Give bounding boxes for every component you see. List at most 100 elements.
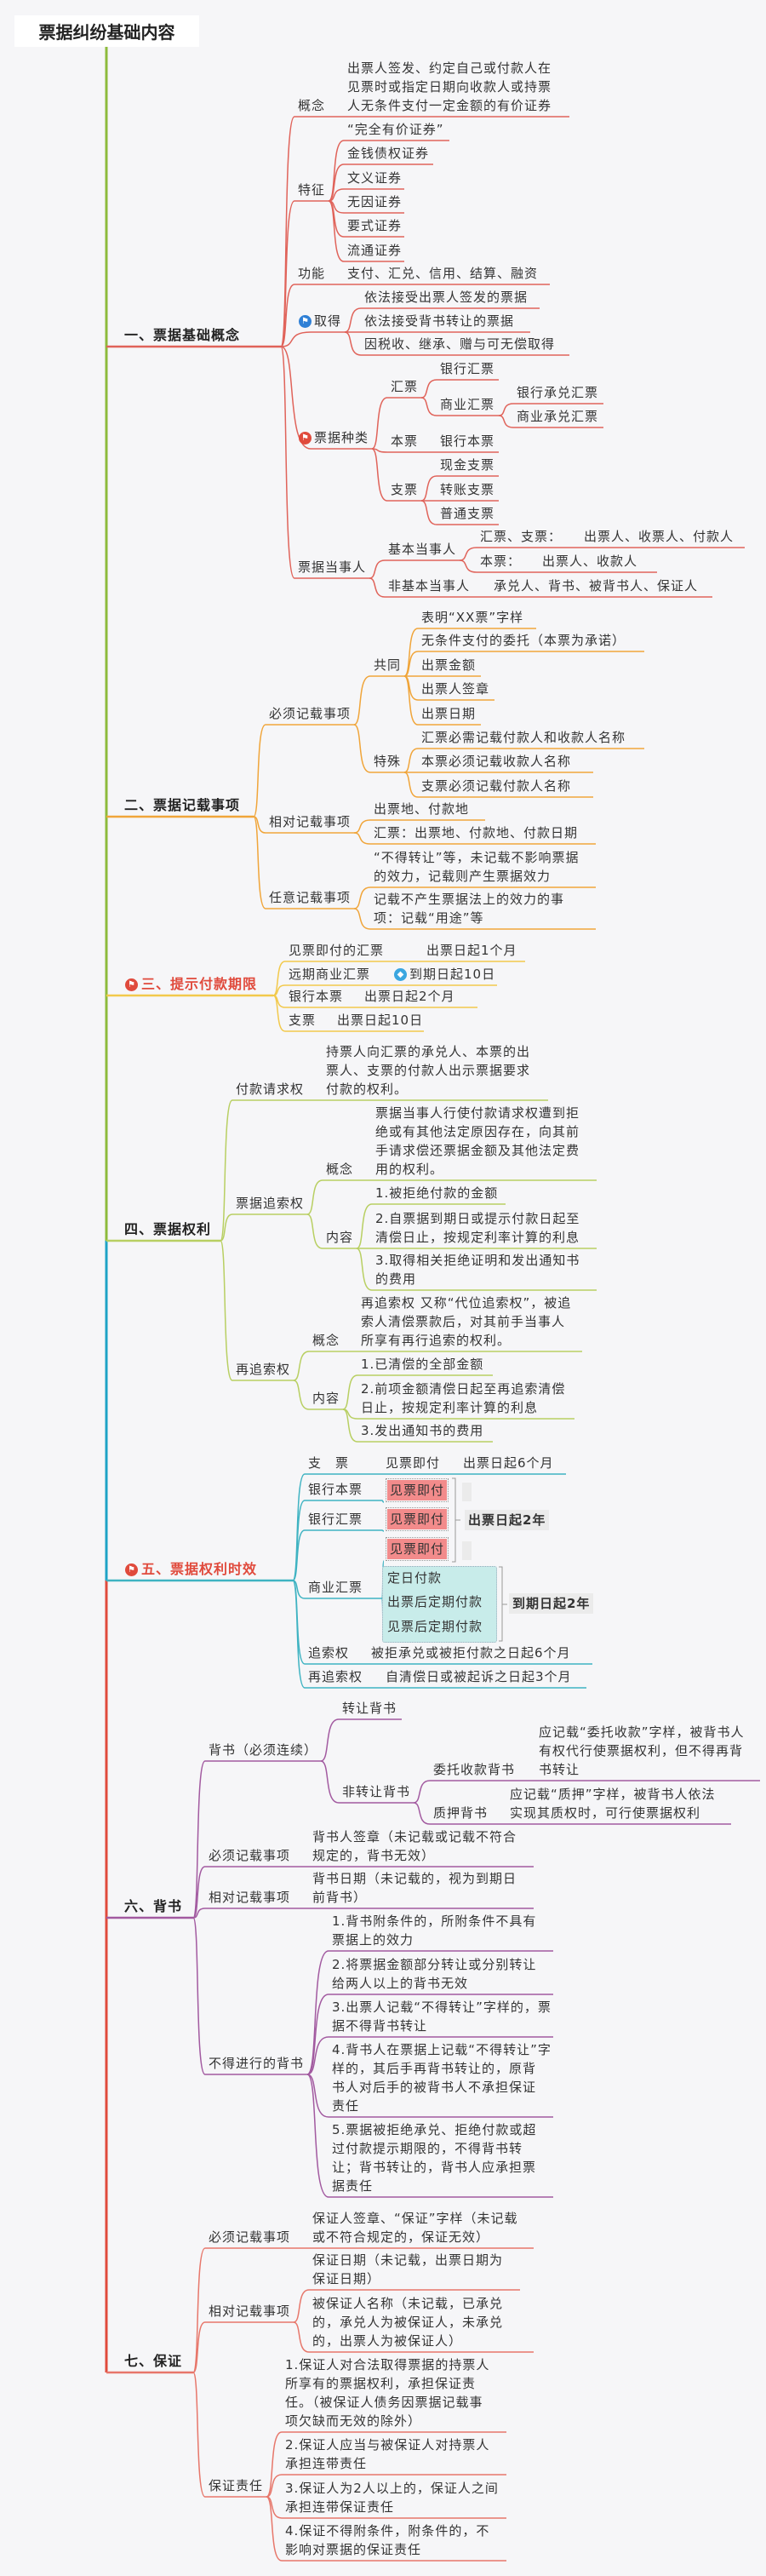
mindmap-node-s5-cheque-v1: 见票即付 [386,1455,441,1471]
mindmap-node-s1-features-items-4: 要式证券 [347,218,403,233]
mindmap-node-s7-relative-label: 相对记载事项 [209,2303,291,2319]
branch-connector [280,331,312,347]
branch-connector [344,307,362,333]
mindmap-node-s2-relative-items-0: 出票地、付款地 [374,801,470,817]
mindmap-node-s1-concept-label: 概念 [298,98,326,113]
branch-connector [293,1351,310,1381]
branch-connector [192,1866,206,1919]
branch-connector [306,1950,329,2075]
mindmap-node-s6-relative-label: 相对记载事项 [209,1890,291,1905]
mindmap-node-s1-types-cheque-items-1: 转账支票 [440,482,495,497]
branch-connector [353,819,371,834]
mindmap-node-s6-endorse-nontransfer-collection-label: 委托收款背书 [433,1762,516,1777]
mindmap-node-s1-features-label: 特征 [298,182,326,198]
branch-connector [192,1908,206,1919]
mindmap-node-s2-mandatory-special-items-0: 汇票必需记载付款人和收款人名称 [421,730,626,745]
mindmap-node-s2-relative-items-1: 汇票：出票地、付款地、付款日期 [374,825,579,840]
flag-icon-red: ⚑ [125,1563,138,1576]
mindmap-node-s1-types-cheque-label: 支票 [391,482,419,497]
branch-connector [280,346,312,450]
mindmap-node-s4-payment-text: 持票人向汇票的承兑人、本票的出 票人、支票的付款人出示票据要求 付款的权利。 [326,1044,531,1097]
branch-connector [403,651,419,677]
branch-connector [328,164,345,202]
mindmap-node-s5-bank-draft-k: 银行汇票 [308,1512,363,1527]
mindmap-node-s5-cheque-k: 支 票 [308,1455,350,1471]
branch-connector [353,724,371,773]
mindmap-node-s2-relative-label: 相对记载事项 [269,814,352,829]
mindmap-node-s2-mandatory-special-items-2: 支票必须记载付款人名称 [421,778,572,794]
mindmap-node-s7-relative-items-1: 被保证人名称（未记载，已承兑 的，承兑人为被保证人，未承兑 的，出票人为被保证人… [312,2296,504,2349]
branch-connector [306,1994,329,2075]
branch-connector [353,886,371,909]
branch-connector [272,961,286,996]
section-s7-label: 七、保证 [124,2353,183,2369]
branch-connector [342,1408,358,1443]
branch-connector [192,2321,206,2373]
mindmap-node-s1-types-draft-bank: 银行汇票 [440,361,495,376]
mindmap-node-s6-forbidden-items-2: 3.出票人记载“不得转让”字样的，票 据不得背书转让 [332,1999,552,2034]
section-s6-label: 六、背书 [124,1898,183,1914]
branch-connector [328,200,345,262]
mindmap-node-s3-rows-0-k: 见票即付的汇票 [289,943,385,958]
branch-connector [459,559,477,573]
branch-connector [192,2372,206,2498]
branch-connector [292,1580,306,1689]
branch-connector [371,448,388,502]
mindmap-node-s4-recourse-label: 票据追索权 [236,1196,305,1211]
mindmap-node-s5-commercial-group-label: 到期日起2年 [509,1593,594,1614]
mindmap-node-s6-mandatory-text: 背书人签章（未记载或记载不符合 规定的，背书无效） [312,1829,517,1863]
placeholder-box [462,1483,472,1501]
mindmap-node-s2-mandatory-special-items-1: 本票必须记载收款人名称 [421,754,572,769]
mindmap-node-s4-recourse-content-items-1: 2.自票据到期日或提示付款日起至 清偿日止，按规定利率计算的利息 [375,1211,580,1245]
mindmap-node-s5-recourse-v: 被拒承兑或被拒付款之日起6个月 [371,1645,571,1661]
mindmap-node-s2-mandatory-label: 必须记载事项 [269,706,352,721]
mindmap-node-s6-endorse-nontransfer-pledge-text: 应记载“质押”字样，被背书人依法 实现其质权时，可行使票据权利 [510,1787,716,1821]
mindmap-node-s1-parties-basic-rows-1-v: 出票人、收款人 [542,554,638,569]
mindmap-node-s7-mandatory-label: 必须记载事项 [209,2229,291,2245]
branch-connector [356,1203,373,1249]
branch-connector [403,675,419,726]
branch-connector [280,200,295,347]
mindmap-node-s1-acquire-items-2: 因税收、继承、赠与可无偿取得 [364,336,556,352]
branch-connector [306,2074,329,2118]
mindmap-node-s2-optional-items-1: 记载不产生票据法上的效力的事 项：记载“用途”等 [374,892,565,926]
branch-connector [413,1780,431,1804]
placeholder-box [462,1541,472,1560]
branch-connector [356,1248,373,1291]
mindmap-node-s3-rows-0-v: 出票日起1个月 [426,943,517,958]
branch-connector [420,397,437,416]
section-s1-label: 一、票据基础概念 [124,327,241,343]
mindmap-node-s6-forbidden-items-1: 2.将票据金额部分转让或分别转让 给两人以上的背书无效 [332,1957,537,1991]
branch-connector [353,675,371,726]
mindmap-node-s4-payment-label: 付款请求权 [236,1081,305,1097]
mindmap-node-s7-relative-items-0: 保证日期（未记载，出票日期为 保证日期） [312,2252,504,2286]
branch-connector [381,1529,385,1532]
mindmap-node-s7-liability-items-0: 1.保证人对合法取得票据的持票人 所享有的票据权利，承担保证责 任。（被保证人债… [285,2357,490,2429]
mindmap-node-s1-parties-basic-rows-0-k: 汇票、支票： [480,529,563,544]
branch-connector [293,2321,310,2353]
mindmap-node-s3-rows-2-k: 银行本票 [289,989,344,1004]
mindmap-node-s7-liability-items-2: 3.保证人为2人以上的，保证人之间 承担连带保证责任 [285,2481,499,2515]
mindmap-node-s5-cheque-v2: 出票日起6个月 [463,1455,554,1471]
mindmap-node-s1-types-cheque-items-0: 现金支票 [440,457,495,473]
mindmap-node-s5-bank-note-v: 见票即付 [385,1478,449,1502]
flag-icon-red: ⚑ [299,432,312,445]
branch-connector [371,397,388,450]
group-bracket [499,1566,507,1642]
branch-connector [403,772,419,798]
mindmap-node-s4-recourse-concept-label: 概念 [326,1162,354,1177]
branch-connector [498,415,514,428]
mindmap-node-s6-mandatory-label: 必须记载事项 [209,1848,291,1863]
mindmap-node-s1-types-draft-commercial-items-1: 商业承兑汇票 [517,409,599,424]
mindmap-node-s1-types-draft-label: 汇票 [391,379,419,394]
mindmap-node-s5-recourse-k: 追索权 [308,1645,350,1661]
mindmap-node-s1-parties-label: 票据当事人 [298,559,367,575]
mindmap-node-s2-mandatory-common-items-3: 出票人签章 [421,681,490,697]
branch-connector [353,832,371,845]
branch-connector [292,1529,306,1581]
mindmap-node-s5-commercial-k: 商业汇票 [308,1580,363,1595]
mindmap-node-s2-optional-label: 任意记载事项 [269,890,352,905]
mindmap-node-s5-commercial-items-1: 出票后定期付款 [387,1594,483,1609]
branch-connector [306,1179,323,1215]
